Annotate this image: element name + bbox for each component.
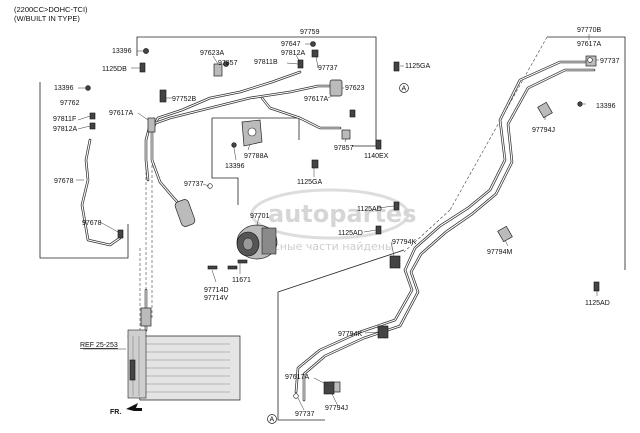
leader-lines: [76, 34, 599, 411]
part-label: 11671: [232, 277, 251, 284]
front-indicator: FR.: [110, 403, 142, 416]
part-label: 97811F: [53, 116, 76, 123]
compressor: [236, 224, 278, 260]
header-build-type: (W/BUILT IN TYPE): [14, 14, 80, 23]
part-label: 97647: [281, 41, 301, 48]
lower-pipe-frame: [277, 292, 325, 421]
part-label: 97794K: [392, 239, 416, 246]
front-arrow-icon: [126, 403, 142, 411]
part-label: 13396: [112, 48, 132, 55]
part-label: 97714D: [204, 287, 229, 294]
part-label: 97857: [334, 145, 354, 152]
part-label: 1125GA: [405, 63, 430, 70]
part-label: 1125GA: [297, 179, 322, 186]
ref-note: REF 25-253: [80, 342, 118, 349]
part-label: 97617A: [109, 110, 133, 117]
part-label: 97737: [184, 181, 204, 188]
part-label: 1140EX: [364, 153, 389, 160]
part-label: 97623A: [200, 50, 224, 57]
fasteners: [85, 41, 600, 399]
part-label: 97794K: [338, 331, 362, 338]
connector-a-lower: A: [267, 414, 277, 424]
part-label: 97752B: [172, 96, 196, 103]
components: [85, 41, 600, 401]
part-label: 97737: [600, 58, 620, 65]
part-label: 97617A: [285, 374, 309, 381]
header-engine-spec: (2200CC>DOHC-TCI): [14, 5, 88, 14]
part-label: 97737: [318, 65, 338, 72]
part-labels: 97759 13396 1125DB 97623A 97857 97647 97…: [53, 27, 620, 418]
part-label: 13396: [225, 163, 245, 170]
part-label: 97812A: [281, 50, 305, 57]
part-label: 97794J: [532, 127, 555, 134]
upper-assembly-frame: [136, 36, 377, 147]
part-label: 97678: [82, 220, 102, 227]
part-label: 97794M: [487, 249, 512, 256]
watermark-brand: autopartes: [268, 200, 417, 228]
lower-frame-diagonal: [277, 249, 405, 293]
part-label: 1125AD: [357, 206, 382, 213]
part-label: 97623: [345, 85, 365, 92]
right-pipe-frame: [547, 36, 626, 270]
refrigerant-pipes: [80, 60, 596, 402]
part-label: 13396: [596, 103, 616, 110]
part-label: 97770B: [577, 27, 601, 34]
part-label: 97701: [250, 213, 270, 220]
part-label: 97788A: [244, 153, 268, 160]
compressor-bracket-frame: [211, 118, 239, 205]
part-label: 97678: [54, 178, 74, 185]
part-label: 97759: [300, 29, 320, 36]
connector-a-upper: A: [399, 83, 409, 93]
svg-text:A: A: [402, 86, 407, 93]
watermark-tagline: Запасные части найдены: [246, 240, 394, 253]
part-label: 1125DB: [102, 66, 127, 73]
condenser: [127, 329, 241, 401]
part-label: 97794J: [325, 405, 348, 412]
part-label: 97762: [60, 100, 80, 107]
part-label: 1125AD: [338, 230, 363, 237]
part-label: 13396: [54, 85, 74, 92]
front-label: FR.: [110, 409, 121, 416]
part-label: 97714V: [204, 295, 228, 302]
compressor-fitting: [174, 199, 196, 227]
part-label: 1125AD: [585, 300, 610, 307]
left-pipe-frame: [39, 82, 129, 259]
bracket: [241, 119, 263, 147]
part-label: 97617A: [577, 41, 601, 48]
watermark: autopartes Запасные части найдены: [246, 188, 417, 253]
part-label: 97737: [295, 411, 315, 418]
part-label: 97811B: [254, 59, 278, 66]
part-label: 97812A: [53, 126, 77, 133]
part-label: 97617A: [304, 96, 328, 103]
part-label: 97857: [218, 60, 238, 67]
svg-text:A: A: [270, 417, 275, 424]
